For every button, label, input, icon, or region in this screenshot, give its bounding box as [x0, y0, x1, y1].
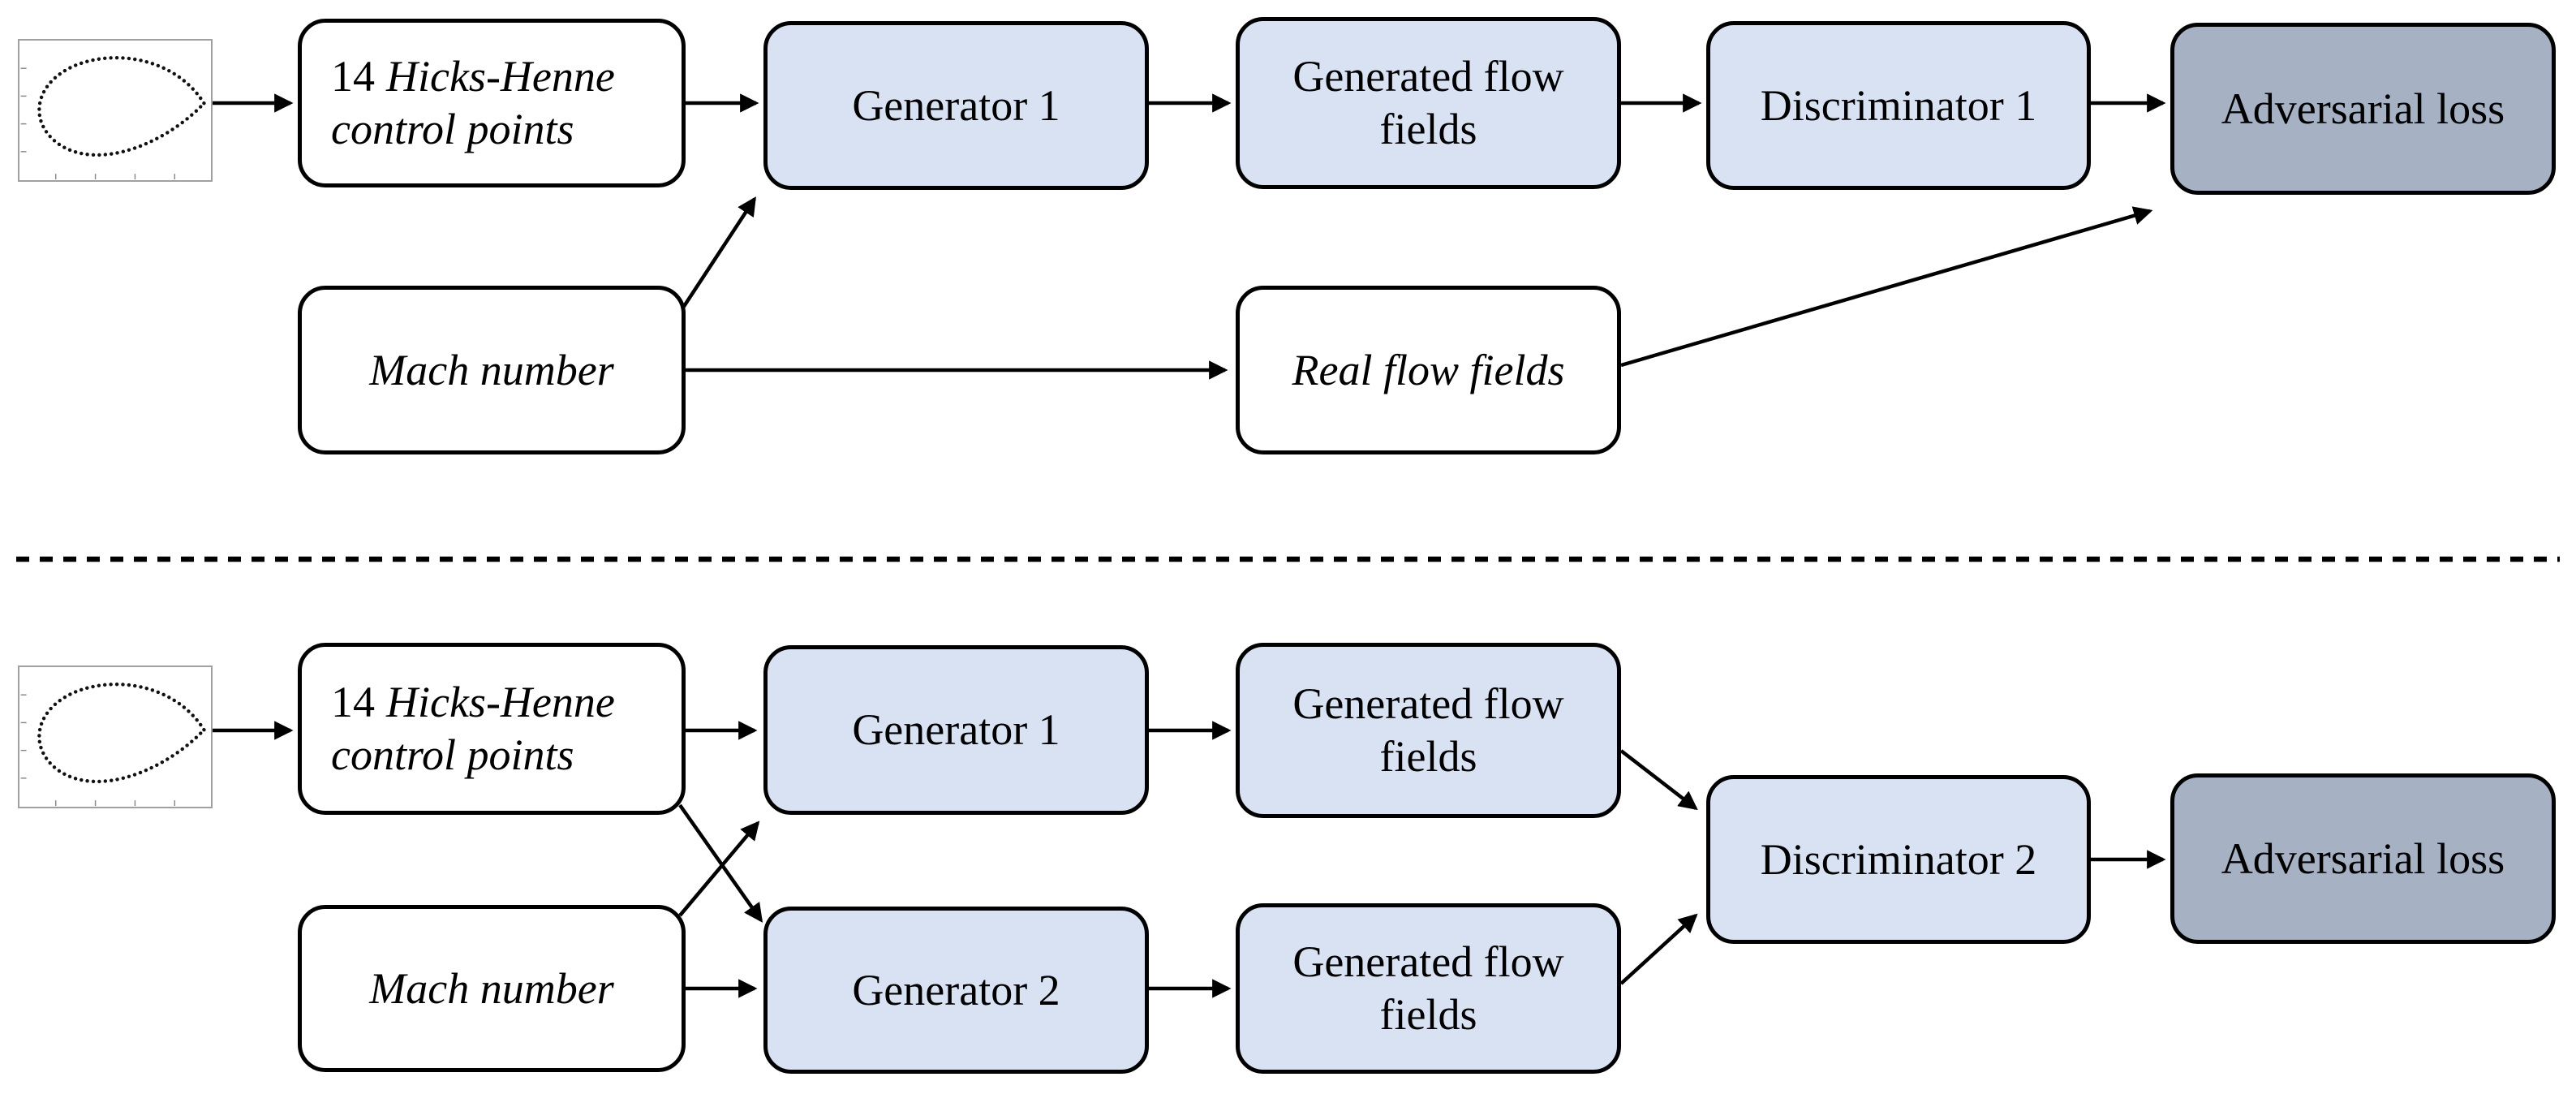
generated-flow-fields-label: Generated flow fields [1292, 679, 1564, 781]
mach-number-label: Mach number [369, 963, 614, 1013]
control-points-name: Hicks-Henne [386, 678, 615, 727]
adversarial-loss-label: Adversarial loss [2221, 833, 2505, 883]
node-generator1-top: Generator 1 [763, 21, 1149, 190]
node-generated-flow-fields-2-bottom: Generated flow fields [1236, 903, 1621, 1074]
real-flow-fields-label: Real flow fields [1292, 345, 1565, 394]
control-points-name-line2: control points [331, 730, 574, 779]
edge-generatedflow2-to-discriminator2-bottom [1619, 913, 1698, 985]
generator1-label: Generator 1 [852, 705, 1060, 755]
discriminator1-label: Discriminator 1 [1760, 80, 2037, 130]
node-adversarial-loss-top: Adversarial loss [2170, 23, 2556, 195]
airfoil-plot-icon [18, 39, 213, 182]
edge-machnumber-to-generator1-bottom [678, 821, 760, 917]
airfoil-plot-icon [18, 665, 213, 808]
discriminator2-label: Discriminator 2 [1760, 834, 2037, 884]
control-points-name: Hicks-Henne [386, 52, 615, 101]
control-points-name-line2: control points [331, 105, 574, 153]
airfoil-dotted-outline [37, 683, 207, 784]
edge-realflow-to-adversarialloss-top [1620, 206, 2153, 368]
airfoil-dotted-outline [37, 56, 207, 157]
node-generated-flow-fields-top: Generated flow fields [1236, 17, 1621, 189]
generated-flow-fields-label: Generated flow fields [1292, 52, 1564, 153]
edge-generatedflow1-to-discriminator2-bottom [1619, 749, 1698, 811]
node-real-flow-fields-top: Real flow fields [1236, 286, 1621, 454]
adversarial-loss-label: Adversarial loss [2221, 84, 2505, 133]
mach-number-label: Mach number [369, 345, 614, 394]
node-generated-flow-fields-1-bottom: Generated flow fields [1236, 643, 1621, 818]
generator2-label: Generator 2 [852, 965, 1060, 1014]
node-adversarial-loss-bottom: Adversarial loss [2170, 773, 2556, 944]
edge-controlpoints-to-generator2-bottom [678, 803, 763, 923]
node-generator1-bottom: Generator 1 [763, 645, 1149, 815]
control-points-count: 14 [331, 678, 375, 727]
node-mach-number-bottom: Mach number [298, 905, 686, 1072]
node-mach-number-top: Mach number [298, 286, 686, 454]
node-discriminator1-top: Discriminator 1 [1706, 21, 2091, 190]
control-points-count: 14 [331, 52, 375, 101]
generator1-label: Generator 1 [852, 80, 1060, 130]
generated-flow-fields-label: Generated flow fields [1292, 937, 1564, 1039]
node-generator2-bottom: Generator 2 [763, 907, 1149, 1074]
edge-machnumber-to-generator1-top [680, 196, 756, 312]
node-discriminator2-bottom: Discriminator 2 [1706, 775, 2091, 944]
